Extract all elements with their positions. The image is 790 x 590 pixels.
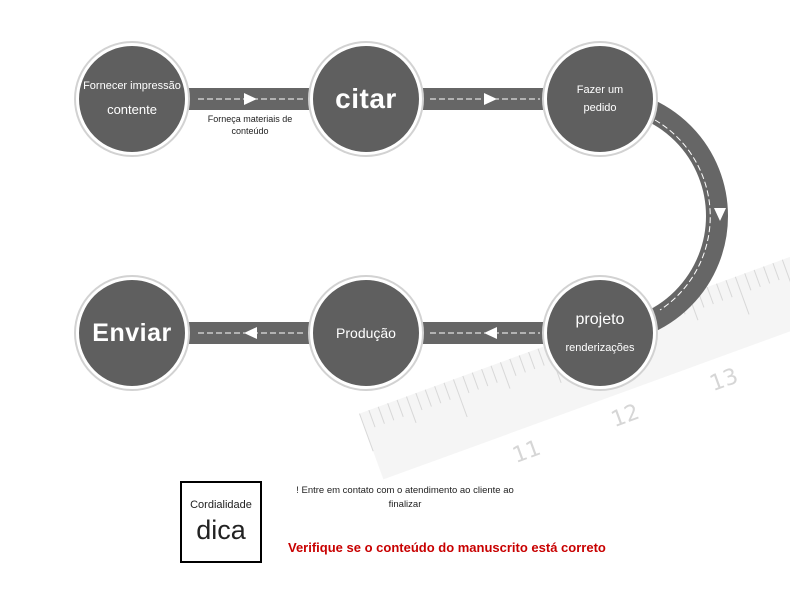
ruler-tick-mark (377, 406, 385, 424)
node-fornecer-line1: Fornecer impressão (83, 80, 181, 93)
ruler-tick-12: 12 (608, 400, 643, 433)
ruler-tick-mark (405, 396, 417, 423)
arrow-down-3 (714, 208, 726, 221)
node-enviar: Enviar (76, 277, 188, 389)
arrow-right-2 (484, 93, 497, 105)
node-projeto-line1: projeto (575, 311, 625, 329)
tip-note: ! Entre em contato com o atendimento ao … (285, 484, 525, 512)
ruler-tick-mark (462, 375, 470, 394)
ruler-tick-mark (734, 276, 750, 315)
arrow-left-5 (244, 327, 257, 339)
ruler-tick-mark (753, 269, 761, 288)
ruler-tick-mark (518, 355, 526, 373)
node-citar-label: citar (335, 82, 397, 114)
tip-box: Cordialidade dica (180, 481, 262, 563)
edge-label-line1: Forneça materiais de (207, 114, 293, 124)
node-fornecer: Fornecer impressão contente (76, 43, 188, 155)
ruler-tick-mark (509, 358, 517, 376)
ruler-tick-mark (725, 280, 733, 298)
ruler-tick-mark (763, 266, 771, 284)
ruler-tick-mark (443, 382, 451, 400)
ruler-tick-mark (772, 262, 780, 281)
arrow-left-4 (484, 327, 497, 339)
ruler-tick-mark (471, 372, 479, 390)
ruler-tick-mark (528, 351, 536, 370)
ruler-tick-mark (706, 286, 714, 305)
node-projeto-line2: renderizações (565, 341, 635, 354)
ruler-tick-mark (415, 392, 423, 411)
node-fornecer-line2: contente (107, 101, 157, 117)
ruler-tick-13: 13 (707, 364, 742, 397)
node-pedido: Fazer um pedido (544, 43, 656, 155)
ruler-tick-mark (537, 348, 545, 366)
ruler-tick-mark (434, 386, 442, 404)
ruler-tick-mark (499, 362, 511, 389)
ruler-tick-mark (387, 403, 395, 421)
ruler-tick-11: 11 (509, 436, 544, 469)
tip-label: Cordialidade (190, 498, 252, 511)
ruler-tick-mark (481, 368, 489, 387)
tip-note-line1: ! Entre em contato com o atendimento ao … (296, 485, 514, 496)
node-projeto: projeto renderizações (544, 277, 656, 389)
arrow-right-1 (244, 93, 257, 105)
ruler-tick-mark (490, 365, 498, 383)
ruler-tick-mark (452, 379, 468, 418)
node-producao-label: Produção (336, 324, 396, 341)
tip-note-line2: finalizar (388, 498, 422, 510)
node-enviar-label: Enviar (92, 318, 172, 347)
ruler-tick-mark (716, 283, 724, 301)
node-producao: Produção (310, 277, 422, 389)
tip-title: dica (196, 514, 246, 545)
ruler-tick-mark (359, 413, 374, 452)
node-pedido-line2: pedido (583, 101, 617, 114)
tip-warning: Verifique se o conteúdo do manuscrito es… (288, 540, 606, 555)
ruler-tick-mark (744, 273, 752, 291)
edge-label-materiais: Forneça materiais de conteúdo (198, 114, 302, 137)
edge-label-line2: conteúdo (231, 125, 269, 136)
dash-3 (654, 119, 711, 311)
node-citar: citar (310, 43, 422, 155)
ruler-tick-mark (781, 259, 790, 287)
ruler-tick-mark (396, 399, 404, 418)
node-pedido-line1: Fazer um (576, 83, 624, 96)
ruler-tick-mark (368, 410, 376, 428)
ruler-tick-mark (424, 389, 432, 407)
